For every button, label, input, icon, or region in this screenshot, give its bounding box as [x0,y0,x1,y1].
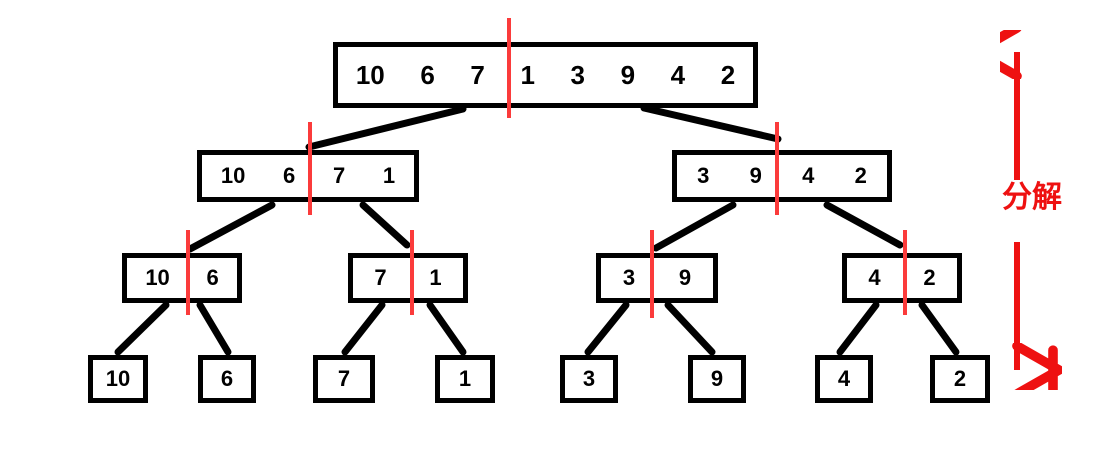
array-cell: 10 [220,163,246,188]
array-box-leaf-4: 4 [815,355,873,403]
array-box-L1-right: 3 9 4 2 [672,150,892,202]
array-cells: 4 [820,360,868,398]
array-box-L2-a: 10 6 [122,253,242,303]
array-cell: 10 [105,366,131,391]
array-cells: 7 [318,360,370,398]
array-box-leaf-1: 1 [435,355,495,403]
edge-L2-d-to-leaf-4 [836,301,880,356]
decompose-arrow [1000,30,1070,390]
decompose-label: 分解 [1002,180,1062,215]
array-cell: 3 [570,60,585,90]
array-cells: 3 [565,360,613,398]
array-box-leaf-3: 3 [560,355,618,403]
edge-L2-c-to-leaf-9 [664,301,716,356]
edge-L2-a-to-leaf-6 [196,301,232,356]
array-cells: 9 [693,360,741,398]
array-cell: 6 [283,163,296,188]
array-box-leaf-6: 6 [198,355,256,403]
array-box-leaf-9: 9 [688,355,746,403]
array-cell: 10 [145,265,170,290]
array-cell: 1 [429,265,442,290]
array-cell: 7 [332,163,346,188]
array-cells: 10 [93,360,143,398]
array-cell: 9 [710,366,724,391]
array-cell: 3 [697,163,710,188]
array-cell: 6 [220,366,234,391]
split-divider-L2-d [903,230,907,315]
array-box-root: 10 6 7 1 3 9 4 2 [333,42,758,108]
array-cell: 6 [206,265,219,290]
array-cell: 3 [622,265,636,290]
array-cell: 9 [749,163,762,188]
split-divider-L2-b [410,230,414,315]
array-cell: 3 [582,366,596,391]
split-divider-L1-left [308,122,312,215]
edge-L2-d-to-leaf-2 [918,301,960,356]
array-box-leaf-2: 2 [930,355,990,403]
edge-L2-b-to-leaf-1 [426,301,467,356]
array-cell: 4 [837,366,851,391]
array-cell: 7 [470,60,485,90]
split-divider-root [507,18,511,118]
edge-root-to-L1-left [305,105,467,151]
edge-L1-right-to-L2-d [823,201,904,249]
array-cell: 10 [355,60,385,90]
array-cells: 10 6 7 1 3 9 4 2 [338,47,753,103]
array-cell: 1 [458,366,472,391]
array-cell: 7 [337,366,351,391]
edge-group [114,104,960,356]
array-box-leaf-10: 10 [88,355,148,403]
array-cell: 9 [678,265,692,290]
array-cell: 7 [374,265,387,290]
array-cells: 1 [440,360,490,398]
array-cells: 2 [935,360,985,398]
array-cell: 2 [854,163,867,188]
array-cell: 2 [923,265,936,290]
split-divider-L2-a [186,230,190,315]
edge-L1-left-to-L2-b [359,201,411,249]
array-cell: 2 [720,60,736,90]
array-cell: 4 [868,265,881,290]
split-divider-L2-c [650,230,654,318]
edge-L2-a-to-leaf-10 [114,301,170,356]
split-divider-L1-right [775,122,779,215]
array-cell: 4 [802,163,815,188]
array-cell: 1 [520,60,535,90]
array-cell: 4 [670,60,686,90]
edge-L2-b-to-leaf-7 [341,301,386,356]
edge-L2-c-to-leaf-3 [584,301,630,356]
array-cells: 10 6 7 1 [202,155,414,197]
edge-L1-left-to-L2-a [186,201,276,253]
array-cell: 6 [420,60,435,90]
edge-root-to-L1-right [640,104,782,143]
array-box-leaf-7: 7 [313,355,375,403]
array-cells: 10 6 [127,258,237,298]
array-cell: 9 [620,60,636,90]
array-cell: 1 [382,163,396,188]
array-cells: 6 [203,360,251,398]
array-cell: 2 [953,366,967,391]
array-cells: 3 9 4 2 [677,155,887,197]
edge-L1-right-to-L2-c [652,201,737,252]
